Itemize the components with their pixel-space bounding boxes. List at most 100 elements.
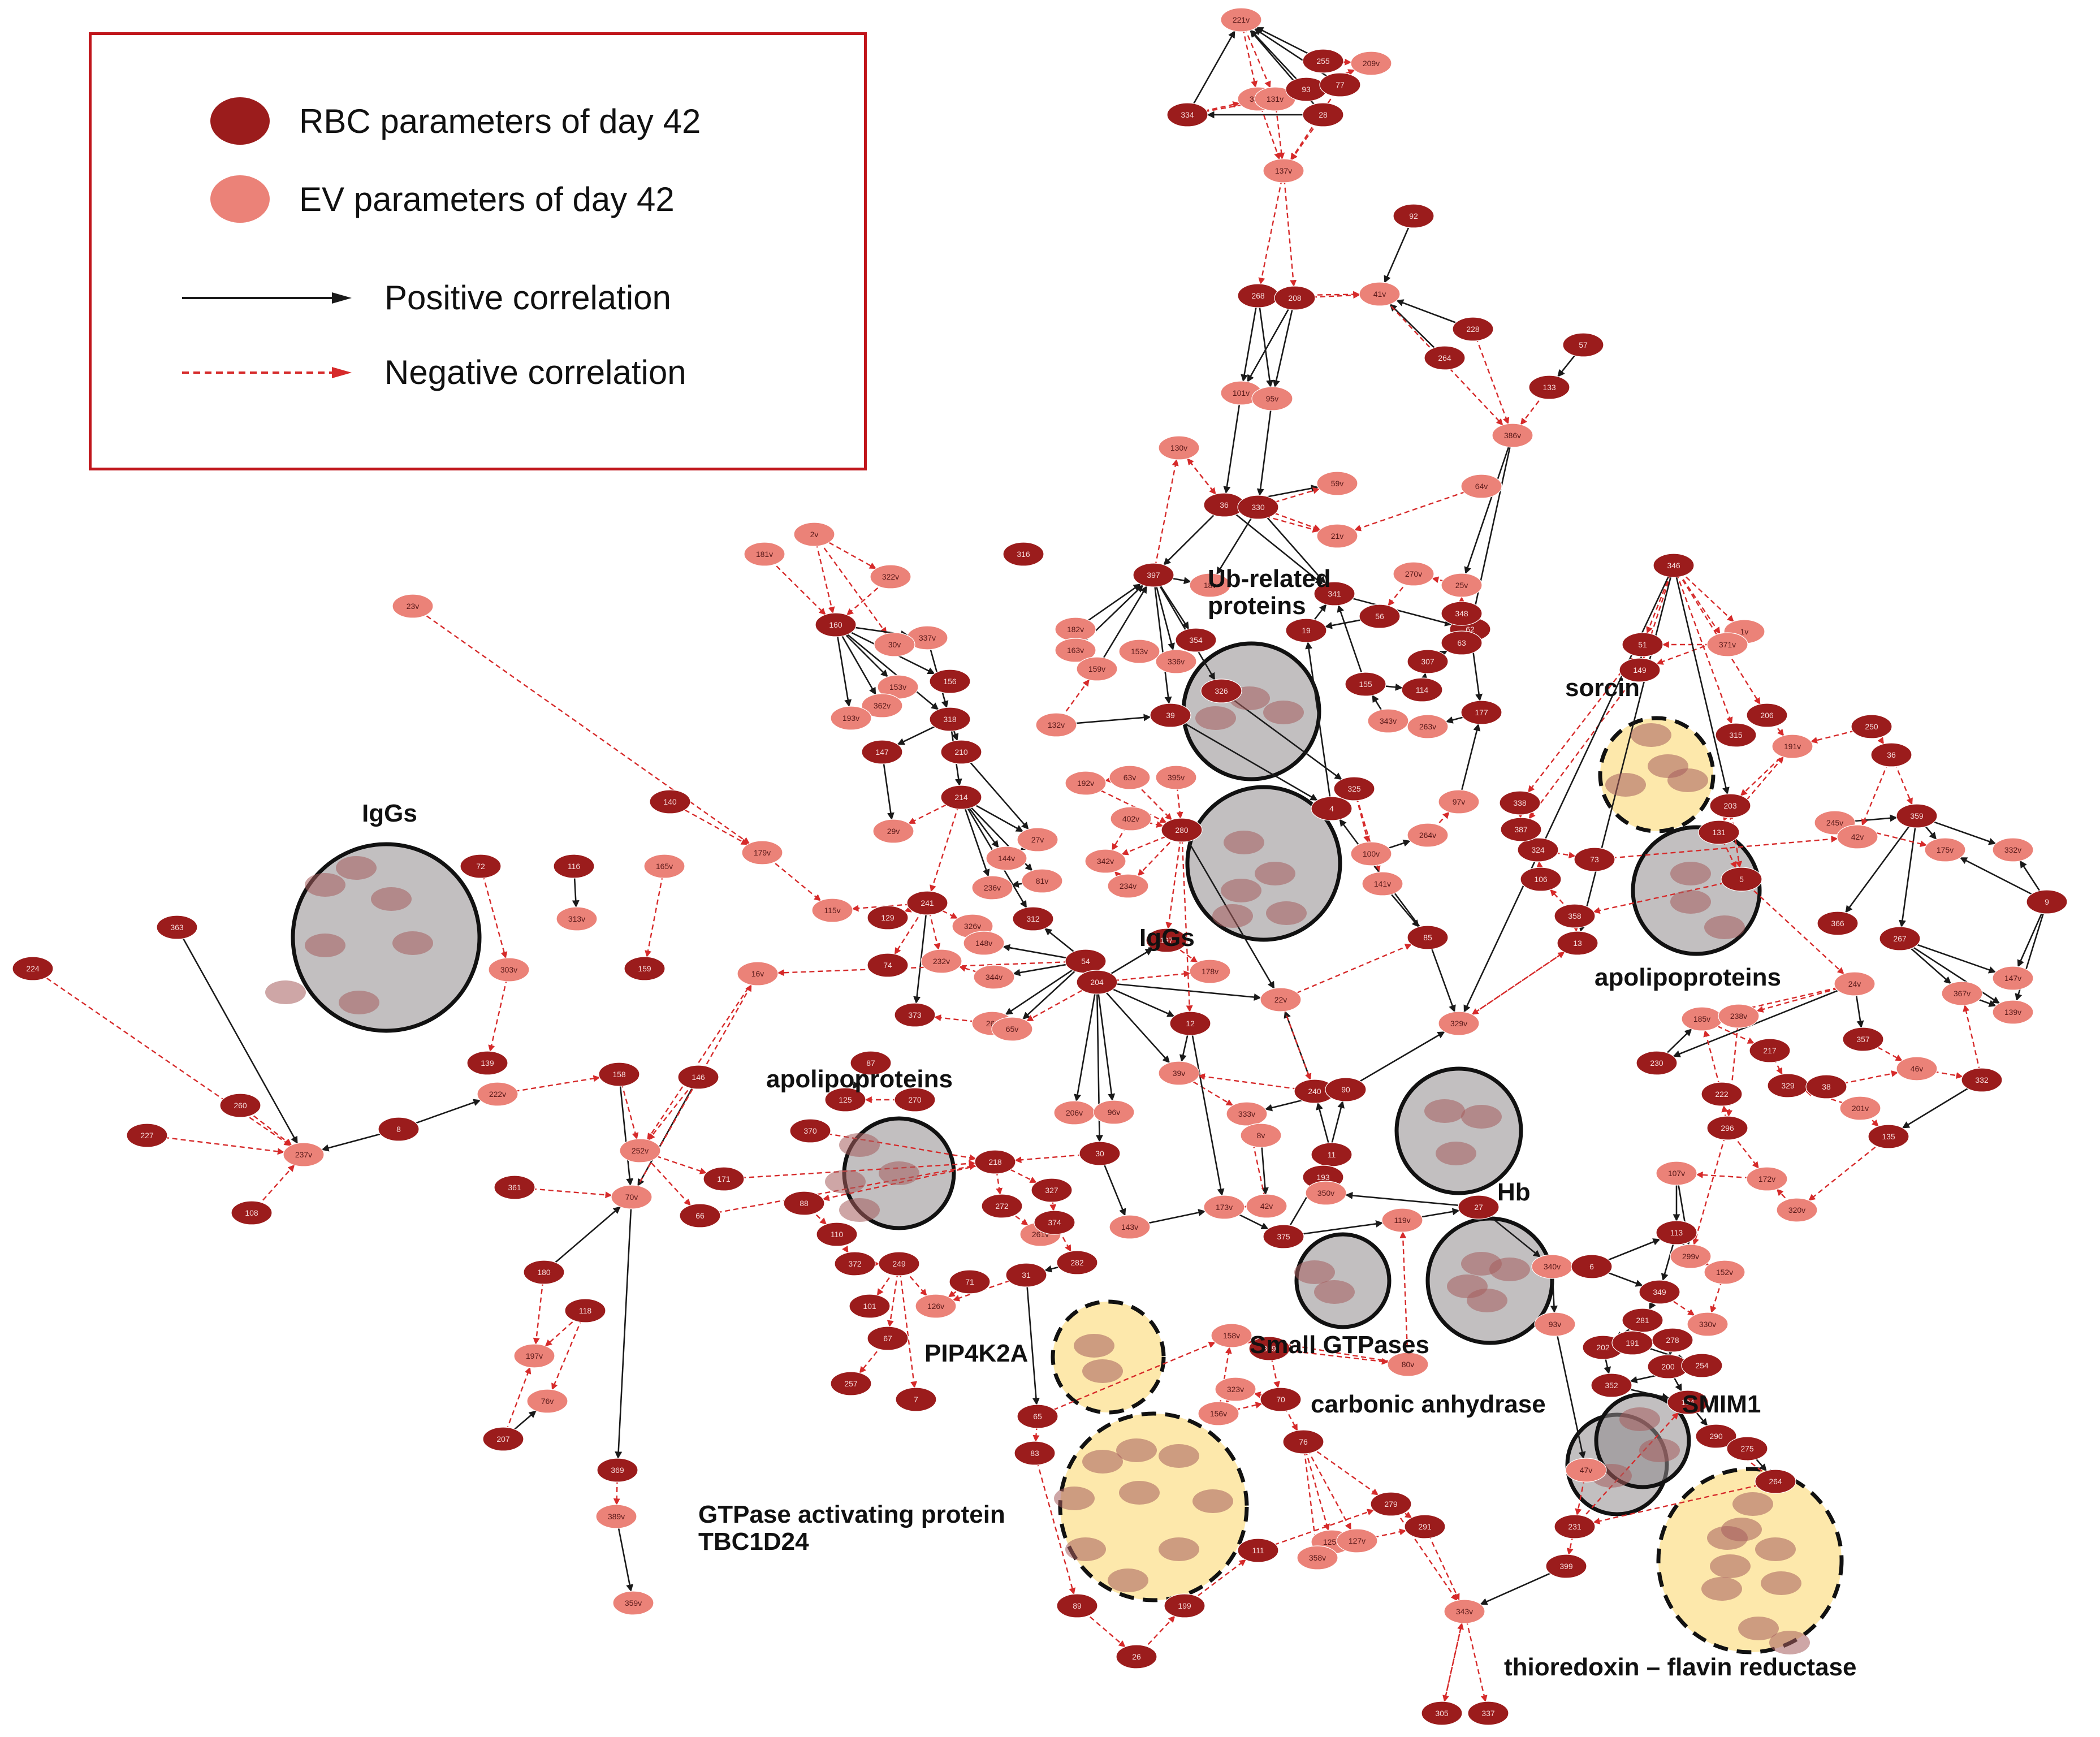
node-ellipse [1150,703,1191,728]
legend-rbc: RBC parameters of day 42 [210,97,701,145]
node-label: 54 [1081,957,1090,966]
negative-correlation-edge [1175,777,1183,819]
rbc-node: 36 [1870,742,1912,767]
node-label: 399 [1559,1562,1573,1571]
node-label: 96v [1108,1108,1121,1117]
negative-correlation-edge [1034,1453,1076,1595]
ev-node: 323v [1215,1377,1256,1402]
node-label: 46v [1911,1064,1924,1073]
cluster-member-node [1108,1569,1148,1592]
node-ellipse [1709,793,1751,818]
positive-correlation-edge [1345,1191,1479,1208]
ev-node: 46v [1896,1056,1938,1081]
rbc-node: 5 [1721,867,1762,892]
node-ellipse [1749,1038,1791,1063]
node-label: 1v [1740,627,1749,636]
rbc-node: 224 [12,956,54,981]
node-label: 137v [1275,166,1292,175]
node-label: 23v [407,602,420,611]
node-ellipse [1622,1308,1663,1333]
rbc-node: 204 [1076,970,1118,995]
negative-correlation-edge [1354,485,1482,532]
node-label: 70v [625,1192,638,1202]
node-label: 395v [1168,773,1185,782]
node-ellipse [737,961,779,986]
ev-node: 59v [1316,471,1358,496]
rbc-node: 116 [553,854,595,879]
node-ellipse [1169,1011,1211,1036]
node-label: 260 [234,1101,247,1110]
node-label: 25v [1455,581,1468,590]
node-ellipse [973,965,1015,990]
positive-correlation-edge [1152,574,1216,681]
negative-arrow-icon [182,366,352,378]
rbc-node: 291 [1404,1514,1446,1539]
legend: RBC parameters of day 42 EV parameters o… [89,32,867,470]
node-ellipse [1571,1254,1613,1279]
rbc-node: 4 [1311,796,1353,821]
ev-node: 165v [643,854,685,879]
negative-correlation-edge [146,1134,284,1155]
node-ellipse [1285,618,1327,643]
node-ellipse [1721,867,1762,892]
node-label: 8 [396,1125,401,1134]
node-ellipse [564,1298,606,1323]
negative-correlation-edge [1130,818,1164,828]
node-label: 316 [1017,550,1030,559]
node-ellipse [906,891,948,915]
node-ellipse [878,1251,920,1276]
rbc-node: 357 [1842,1027,1884,1052]
node-ellipse [1656,1220,1697,1245]
rbc-node: 6 [1571,1254,1613,1279]
node-ellipse [1698,820,1740,845]
node-ellipse [1805,1074,1847,1099]
rbc-node: 361 [494,1175,535,1200]
node-label: 389v [608,1512,625,1521]
node-label: 88 [800,1199,809,1208]
positive-correlation-edge [615,1196,633,1459]
negative-correlation-edge [1472,329,1510,425]
rbc-node: 228 [1452,317,1494,342]
node-label: 42v [1260,1202,1273,1211]
rbc-node: 218 [974,1150,1016,1174]
positive-correlation-edge [1464,435,1514,574]
ev-node: 25v [1441,573,1483,598]
ev-node: 371v [1706,632,1748,657]
node-label: 358 [1568,911,1582,921]
ev-node: 232v [921,949,962,974]
ev-node: 39v [1158,1061,1200,1086]
node-label: 222 [1715,1090,1729,1099]
node-label: 281 [1636,1316,1649,1325]
node-label: 158 [612,1070,626,1079]
rbc-node: 369 [1248,1336,1290,1361]
rbc-node: 7 [895,1387,937,1412]
rbc-node: 326 [1200,679,1242,703]
node-label: 89 [1073,1601,1082,1610]
node-label: 19 [1302,626,1311,635]
ev-node: 8v [1240,1123,1282,1148]
node-ellipse [940,740,982,764]
node-label: 27 [1474,1203,1483,1212]
negative-correlation-edge [1258,170,1285,285]
node-ellipse [1336,1528,1378,1553]
node-label: 144v [998,854,1015,863]
rbc-node: 30 [1079,1141,1121,1166]
positive-correlation-edge [1258,507,1326,584]
positive-correlation-edge [1152,574,1175,651]
positive-correlation-edge [1254,28,1341,86]
rbc-node: 329 [1767,1073,1809,1098]
node-label: 363 [170,923,184,932]
node-ellipse [1109,1215,1151,1239]
positive-correlation-edge [1152,574,1172,705]
node-label: 106 [1534,875,1548,884]
node-label: 104 [1681,1398,1695,1407]
positive-correlation-edge [1170,714,1318,801]
negative-correlation-edge [1528,669,1640,819]
positive-correlation-edge [1247,297,1296,383]
negative-correlation-edge [32,968,291,1146]
rbc-node: 26 [1116,1644,1157,1669]
node-ellipse [867,1326,909,1351]
ev-node: 30v [874,632,915,657]
node-ellipse [1574,847,1615,872]
rbc-node: 206 [1746,703,1788,728]
